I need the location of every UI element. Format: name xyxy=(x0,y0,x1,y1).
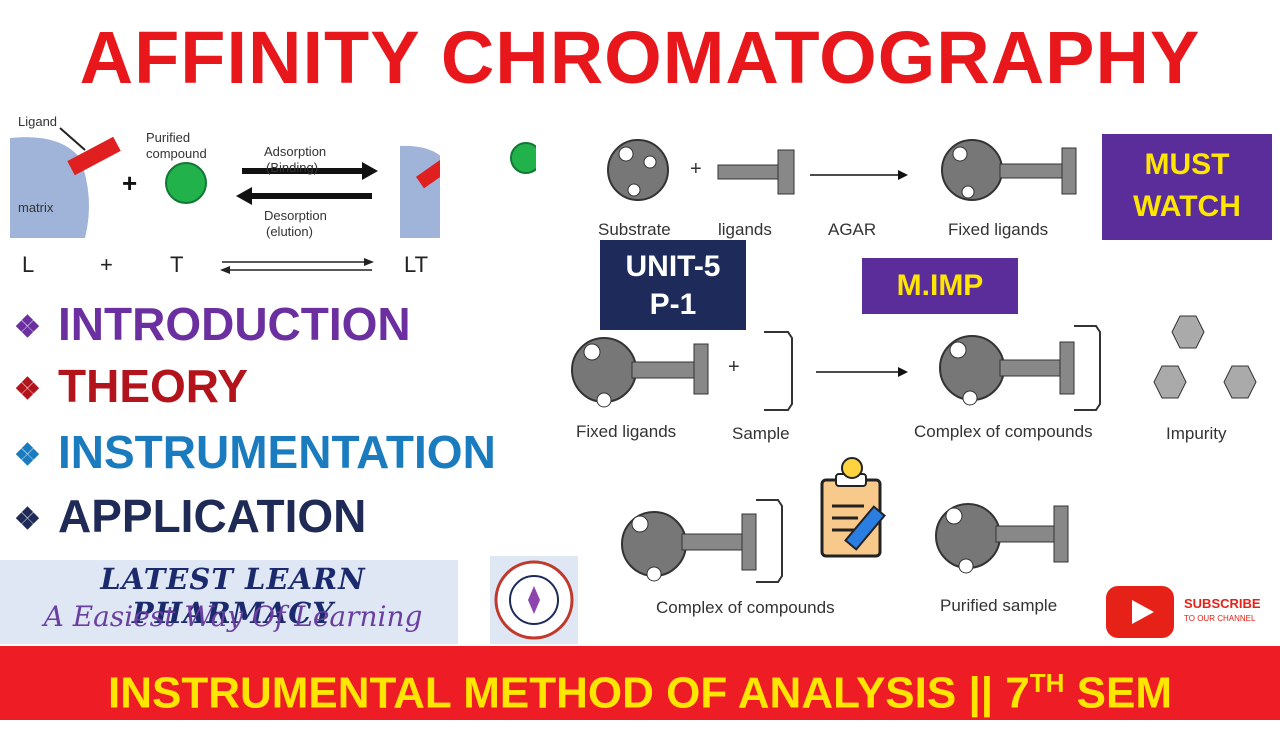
purified-sample-label: Purified sample xyxy=(940,596,1058,615)
purified-compound-circle xyxy=(165,162,207,204)
desorption-label-2: (elution) xyxy=(266,224,313,239)
purified-label-2: compound xyxy=(146,146,207,161)
complex-label-2: Complex of compounds xyxy=(656,598,835,617)
bottom-banner-text: INSTRUMENTAL METHOD OF ANALYSIS || 7TH S… xyxy=(107,668,1173,718)
matrix-label: matrix xyxy=(18,200,54,215)
desorption-label-1: Desorption xyxy=(264,208,327,223)
affinity-process-diagram xyxy=(571,139,1101,583)
unit-badge: UNIT-5 P-1 xyxy=(600,240,746,330)
ligands-label: ligands xyxy=(718,220,772,239)
complex-bead-2 xyxy=(621,511,687,577)
matrix-shape-bound xyxy=(400,145,440,238)
brand-name: LATEST LEARN PHARMACY xyxy=(100,562,366,630)
must-watch-badge: MUST WATCH xyxy=(1102,134,1272,240)
bottom-banner xyxy=(0,646,1280,720)
diamond-bullet-icon: ❖ xyxy=(14,372,41,406)
sample-label: Sample xyxy=(732,424,790,443)
brand-panel xyxy=(0,560,458,644)
equation-lt: LT xyxy=(404,252,429,277)
subscribe-label: SUBSCRIBE xyxy=(1184,596,1261,611)
fixed-ligands-label-2: Fixed ligands xyxy=(576,422,677,441)
notes-lightbulb-icon xyxy=(820,457,886,558)
row1-plus: + xyxy=(690,158,702,180)
topic-application: ❖APPLICATION xyxy=(14,488,366,548)
equation-l: L xyxy=(22,252,35,277)
topic-theory: ❖THEORY xyxy=(14,358,248,418)
ligand-label: Ligand xyxy=(18,114,58,129)
purified-label-1: Purified xyxy=(146,130,191,145)
substrate-label: Substrate xyxy=(598,220,671,239)
purified-bead xyxy=(935,503,1001,569)
diamond-bullet-icon: ❖ xyxy=(14,502,41,536)
channel-logo-icon xyxy=(490,556,578,644)
fixed-ligands-label: Fixed ligands xyxy=(948,220,1049,239)
matrix-shape xyxy=(10,137,89,238)
page-title: AFFINITY CHROMATOGRAPHY xyxy=(79,16,1201,99)
diamond-bullet-icon: ❖ xyxy=(14,310,41,344)
youtube-play-icon xyxy=(1106,586,1174,638)
diamond-bullet-icon: ❖ xyxy=(14,438,41,472)
brand-tagline: A Easiest Way Of Learning xyxy=(43,600,423,633)
m-imp-badge: M.IMP xyxy=(862,258,1018,314)
subscribe-button[interactable]: SUBSCRIBE TO OUR CHANNEL xyxy=(1104,584,1276,640)
agar-label: AGAR xyxy=(828,220,877,239)
ligand-bar-bound xyxy=(415,151,440,189)
ligand-pointer-arrow xyxy=(59,127,86,151)
topic-instrumentation: ❖INSTRUMENTATION xyxy=(14,424,496,484)
complex-label: Complex of compounds xyxy=(914,422,1093,441)
fixed-ligand-bead-2 xyxy=(571,337,637,403)
topic-introduction: ❖INTRODUCTION xyxy=(14,296,411,356)
impurity-group-icon xyxy=(1153,315,1257,399)
affinity-binding-diagram xyxy=(10,127,440,274)
ligand-bar xyxy=(67,136,121,176)
sample-bracket xyxy=(764,331,793,411)
subscribe-sublabel: TO OUR CHANNEL xyxy=(1184,614,1256,623)
bound-compound-icon xyxy=(510,142,536,174)
equation-t: T xyxy=(170,252,184,277)
adsorption-label-2: (Binding) xyxy=(266,160,319,175)
ligand-shape xyxy=(717,164,779,180)
impurity-label: Impurity xyxy=(1166,424,1227,443)
plus-sign: + xyxy=(122,168,138,198)
adsorption-label-1: Adsorption xyxy=(264,144,327,159)
equation-plus: + xyxy=(100,252,113,277)
complex-bead xyxy=(939,335,1005,401)
row2-plus: + xyxy=(728,356,740,378)
